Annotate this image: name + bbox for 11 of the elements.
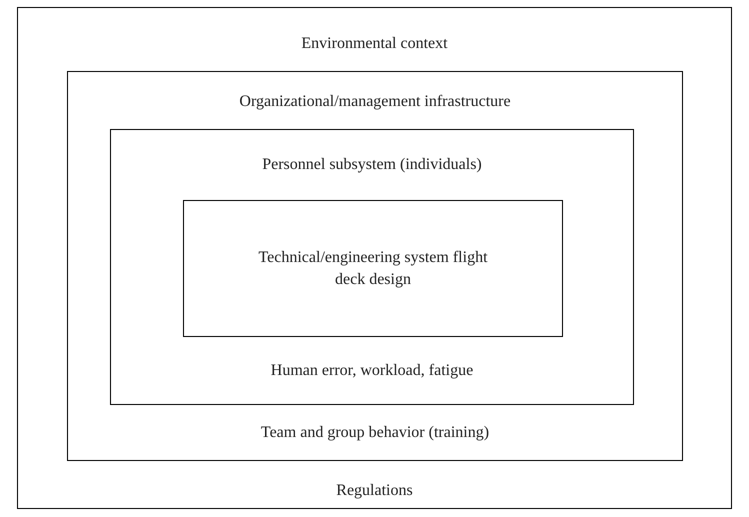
nested-box: [17, 7, 732, 509]
box-label: Human error, workload, fatigue: [270, 361, 474, 381]
nested-box: [183, 200, 563, 337]
nested-box: [110, 129, 634, 405]
box-label: Team and group behavior (training): [260, 423, 490, 443]
box-label: Organizational/management infrastructure: [239, 92, 511, 112]
box-label: Personnel subsystem (individuals): [262, 155, 482, 175]
box-label: Environmental context: [301, 34, 448, 54]
nested-box: [67, 71, 683, 461]
box-label: Technical/engineering system flight deck design: [257, 248, 489, 290]
box-label: Regulations: [336, 481, 413, 501]
